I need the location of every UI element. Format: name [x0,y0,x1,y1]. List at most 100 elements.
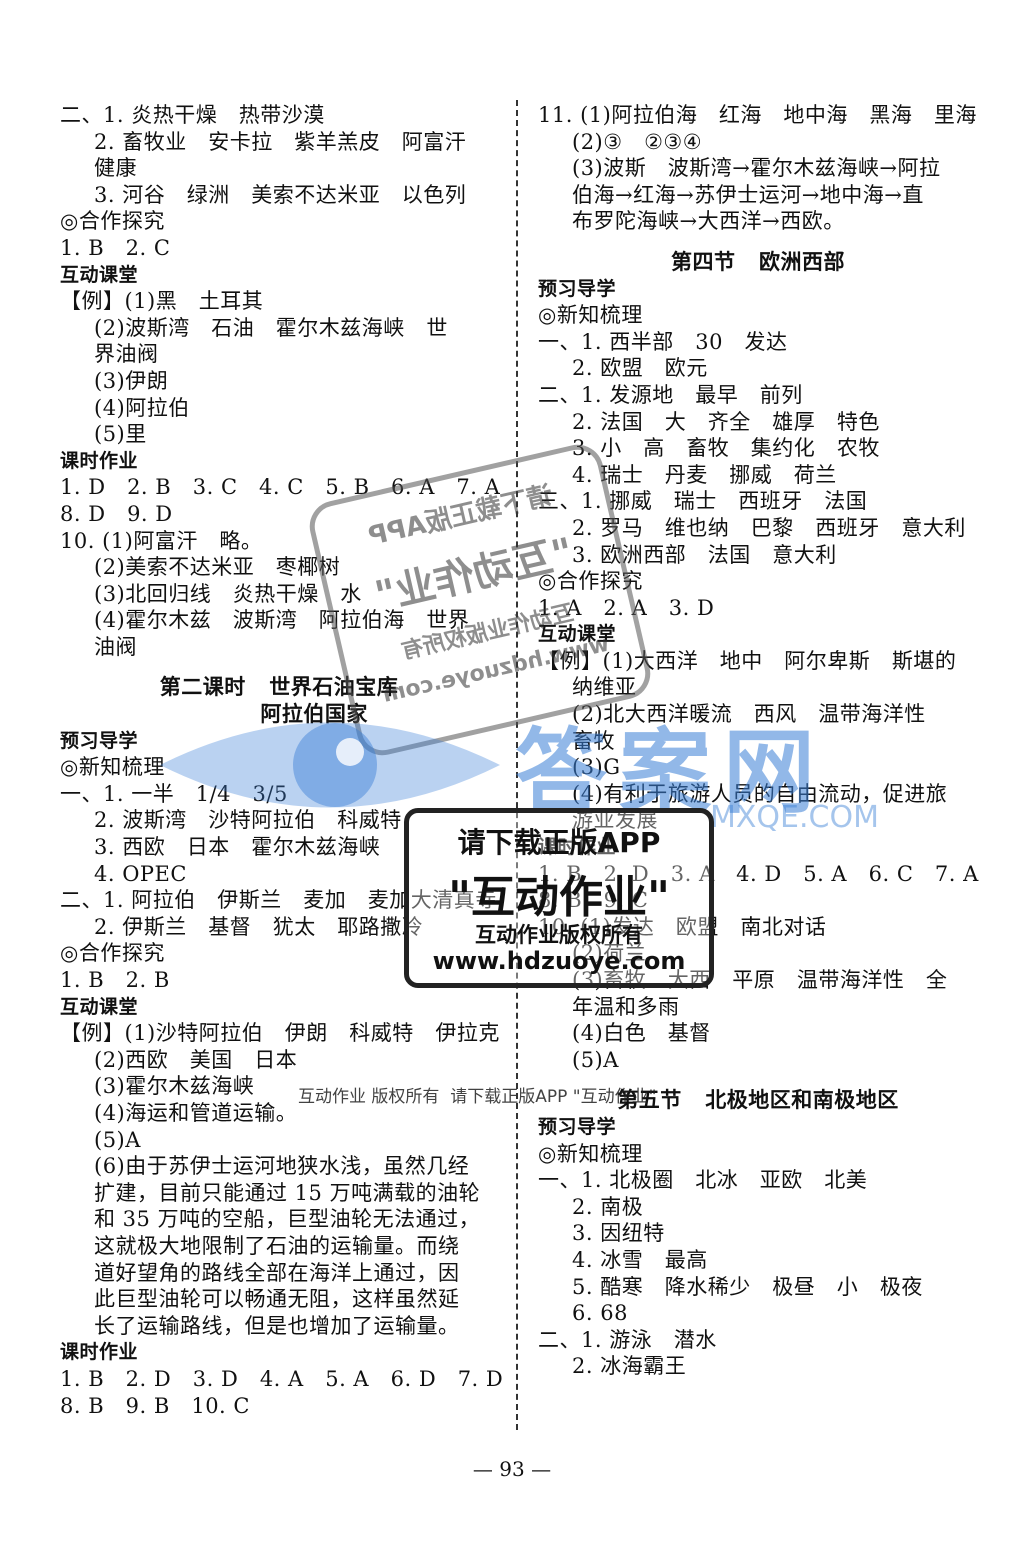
answer-line: 6. 68 [572,1301,628,1326]
answer-line: 【例】(1)沙特阿拉伯 伊朗 科威特 伊拉克 [60,1021,500,1046]
answer-line: 长了运输路线，但是也增加了运输量。 [94,1313,460,1338]
inline-copyright-watermark: 互动作业 版权所有 请下载正版APP "互动作业" [298,1087,657,1107]
answer-line: 二、1. 发源地 最早 前列 [538,382,803,407]
answer-line: 【例】(1)黑 土耳其 [60,289,264,314]
answer-line: 3. 河谷 绿洲 美索不达米亚 以色列 [94,182,467,207]
answer-line: 3. 因纽特 [572,1221,665,1246]
answer-line: 一、1. 一半 1/4 3/5 [60,781,288,806]
answer-line: 这就极大地限制了石油的运输量。而绕 [94,1233,460,1258]
answer-line: ◎合作探究 [60,209,165,234]
section-title: 第四节 欧洲西部 [671,249,845,274]
answer-line: (3)G [572,755,621,780]
answer-line: 伯海→红海→苏伊士运河→地中海→直 [572,182,924,207]
answer-line: 1. B 2. D 3. D 4. A 5. A 6. D 7. D [60,1366,504,1391]
answer-line: (3)伊朗 [94,368,169,393]
answer-line: 健康 [94,156,137,181]
answer-line: 4. OPEC [94,861,187,886]
page-number: — 93 — [472,1457,552,1481]
answer-line: (4)阿拉伯 [94,395,190,420]
answer-line: 油阀 [94,634,137,659]
answer-line: 畜牧 [572,728,615,753]
section-heading: 预习导学 [538,1115,617,1138]
answer-line: (5)A [572,1047,619,1072]
answer-line: 1. B 2. D 3. A 4. D 5. A 6. C 7. A [538,861,979,886]
answer-line: 2. 欧盟 欧元 [572,356,708,381]
answer-line: (5)里 [94,422,147,447]
answer-line: (3)畜牧 大西 平原 温带海洋性 全 [572,968,948,992]
answer-line: 三、1. 挪威 瑞士 西班牙 法国 [538,489,868,514]
section-title: 阿拉伯国家 [190,702,368,727]
answer-line: ◎合作探究 [538,569,643,594]
answer-line: (4)白色 基督 [572,1021,711,1046]
answer-line: ◎新知梳理 [538,1141,643,1166]
answer-line: (2)西欧 美国 日本 [94,1047,298,1072]
answer-line: (3)北回归线 炎热干燥 水 [94,581,362,606]
section-heading: 互动课堂 [538,623,617,646]
answer-line: 4. 瑞士 丹麦 挪威 荷兰 [572,462,837,487]
answer-line: 【例】(1)大西洋 地中 阿尔卑斯 斯堪的 [538,648,957,673]
answer-line: 布罗陀海峡→大西洋→西欧。 [572,209,845,234]
section-heading: 预习导学 [538,277,617,300]
answer-line: 二、1. 阿拉伯 伊斯兰 麦加 麦加大清真寺 [60,888,497,913]
answer-line: 2. 南极 [572,1194,644,1219]
answer-line: 此巨型油轮可以畅通无阻，这样虽然延 [94,1287,460,1312]
answer-line: 2. 冰海霸王 [572,1354,687,1379]
answer-line: 一、1. 北极圈 北冰 亚欧 北美 [538,1168,868,1193]
answer-line [60,660,498,674]
answer-line: 8. D 9. D [60,501,173,526]
answer-line: (2)美索不达米亚 枣椰树 [94,555,341,580]
answer-line: 3. 西欧 日本 霍尔木兹海峡 [94,835,381,860]
answer-line: 3. 欧洲西部 法国 意大利 [572,542,837,567]
answer-line: (2)北大西洋暖流 西风 温带海洋性 [572,702,926,727]
right-column: 11. (1)阿拉伯海 红海 地中海 黑海 里海(2)③ ②③④(3)波斯 波斯… [538,102,978,1380]
answer-line: (3)波斯 波斯湾→霍尔木兹海峡→阿拉 [572,156,941,181]
section-heading: 课时作业 [60,1341,139,1364]
answer-line: 扩建，目前只能通过 15 万吨满载的油轮 [94,1180,481,1205]
answer-line [538,235,978,249]
answer-line: (5)A [94,1127,141,1152]
answer-line: 4. 冰雪 最高 [572,1247,708,1272]
answer-line: 2. 伊斯兰 基督 犹太 耶路撒冷 [94,914,424,939]
column-divider [516,100,518,1430]
answer-line: (2)荷兰 [572,941,647,966]
section-heading: 互动课堂 [60,263,139,286]
answer-line: 1. B 2. C [60,235,171,260]
answer-line: (6)由于苏伊士运河地狭水浅，虽然几经 [94,1154,470,1179]
answer-line: 年温和多雨 [572,994,680,1019]
answer-line: ◎合作探究 [60,941,165,966]
answer-line: 纳维亚 [572,675,637,700]
answer-line: (4)霍尔木兹 波斯湾 阿拉伯海 世界 [94,608,470,633]
answer-line: (2)波斯湾 石油 霍尔木兹海峡 世 [94,315,448,340]
answer-line: 二、1. 炎热干燥 热带沙漠 [60,103,325,127]
answer-line: 一、1. 西半部 30 发达 [538,329,788,354]
answer-line: 11. (1)阿拉伯海 红海 地中海 黑海 里海 [538,103,977,127]
section-title: 第五节 北极地区和南极地区 [617,1088,899,1113]
answer-line: 1. D 2. B 3. C 4. C 5. B 6. A 7. A [60,475,501,500]
answer-line: 二、1. 游泳 潜水 [538,1327,717,1352]
answer-line: 和 35 万吨的空船，巨型油轮无法通过， [94,1207,481,1232]
section-heading: 课时作业 [60,449,139,472]
answer-line: ◎新知梳理 [60,755,165,780]
answer-line: (3)霍尔木兹海峡 [94,1074,255,1099]
answer-line: 8. B 9. B 10. C [60,1393,250,1418]
answer-line: 2. 畜牧业 安卡拉 紫羊羔皮 阿富汗 [94,129,467,154]
answer-line: 10. (1)发达 欧盟 南北对话 [538,914,827,939]
answer-line: 1. A 2. A 3. D [538,595,715,620]
section-heading: 互动课堂 [60,995,139,1018]
answer-line: 1. B 2. B [60,968,170,992]
answer-line: (4)海运和管道运输。 [94,1100,298,1125]
answer-line: 8. B 9. C [538,888,649,913]
answer-line: (2)③ ②③④ [572,129,703,154]
answer-line: 10. (1)阿富汗 略。 [60,528,263,553]
answer-line: 道好望角的路线全部在海洋上通过，因 [94,1260,460,1285]
answer-line: 2. 罗马 维也纳 巴黎 西班牙 意大利 [572,515,966,540]
answer-line: (4)有利于旅游人员的自由流动，促进旅 [572,781,948,806]
answer-line: 游业发展 [572,808,658,833]
answer-line: 2. 法国 大 齐全 雄厚 特色 [572,409,880,434]
answer-line: 2. 波斯湾 沙特阿拉伯 科威特 [94,808,402,833]
answer-line: 界油阀 [94,342,159,367]
section-title: 第二课时 世界石油宝库 [159,675,399,700]
section-heading: 课时作业 [538,836,617,859]
